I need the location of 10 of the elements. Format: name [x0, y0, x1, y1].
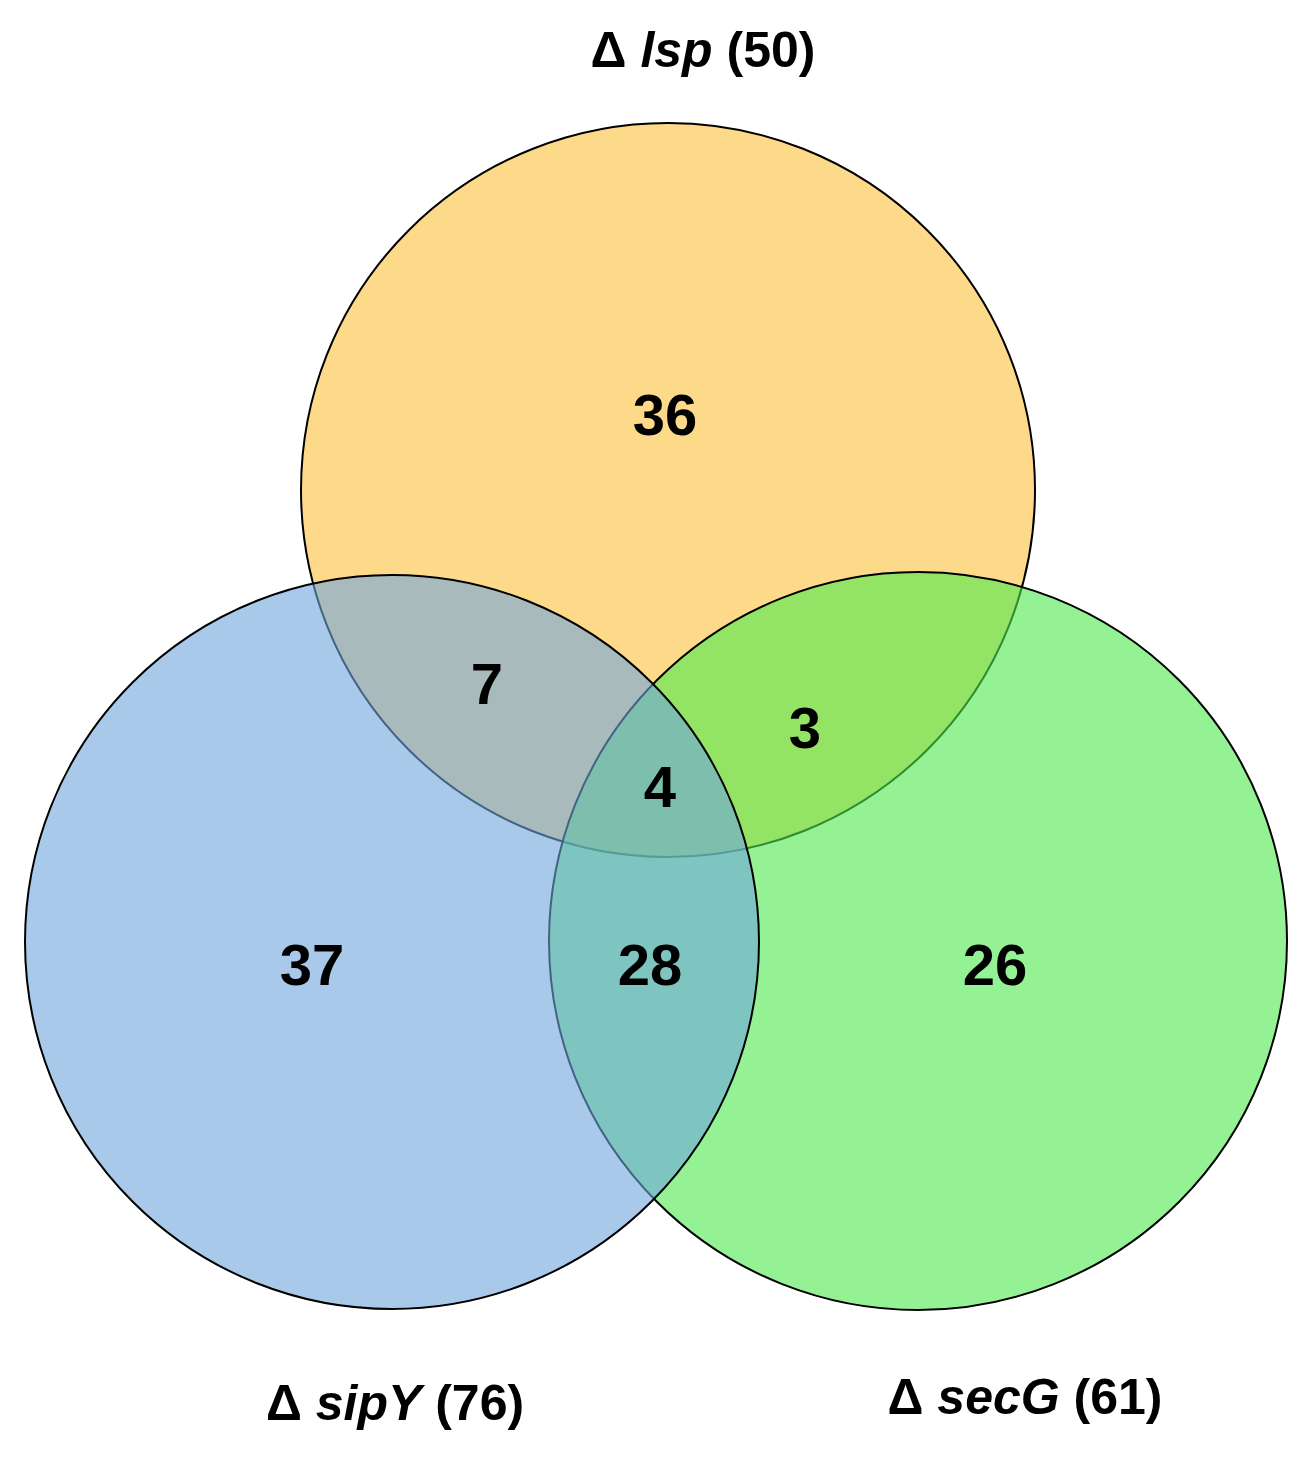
region-count: 37: [279, 934, 345, 996]
region-count: 26: [962, 934, 1028, 996]
set-label: Δ lsp (50): [590, 22, 816, 78]
set-label: Δ sipY (76): [265, 1375, 525, 1431]
region-count: 4: [643, 756, 677, 818]
region-count: 7: [470, 653, 504, 715]
region-count: 36: [632, 384, 698, 446]
region-count: 28: [617, 934, 683, 996]
set-label: Δ secG (61): [887, 1369, 1163, 1425]
region-count: 3: [788, 697, 822, 759]
